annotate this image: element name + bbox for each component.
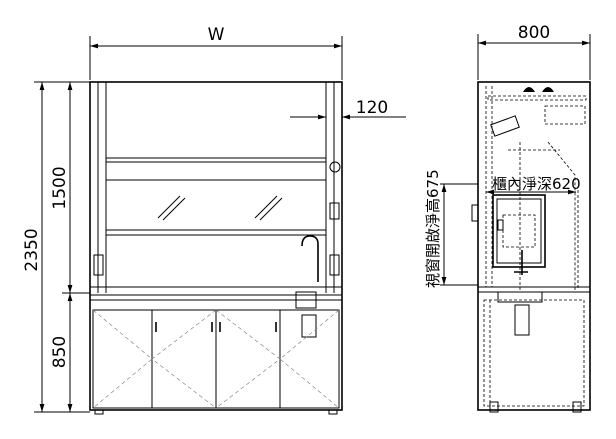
side-dimensions: 800 櫃內淨深620 視窗開啟淨高675 [424, 23, 591, 288]
front-view [89, 81, 343, 415]
side-view [471, 81, 591, 413]
depth-dimension: 800 [518, 23, 550, 43]
sash-opening-label: 視窗開啟淨高675 [424, 169, 442, 288]
total-height-dimension: 2350 [22, 228, 42, 271]
front-dimensions: W 2350 1500 850 120 [22, 25, 406, 413]
lower-height-dimension: 850 [50, 336, 70, 368]
upper-height-dimension: 1500 [50, 166, 70, 209]
side-panel-dimension: 120 [356, 98, 388, 118]
inner-depth-label: 櫃內淨深620 [492, 175, 581, 193]
width-dimension: W [208, 25, 225, 45]
